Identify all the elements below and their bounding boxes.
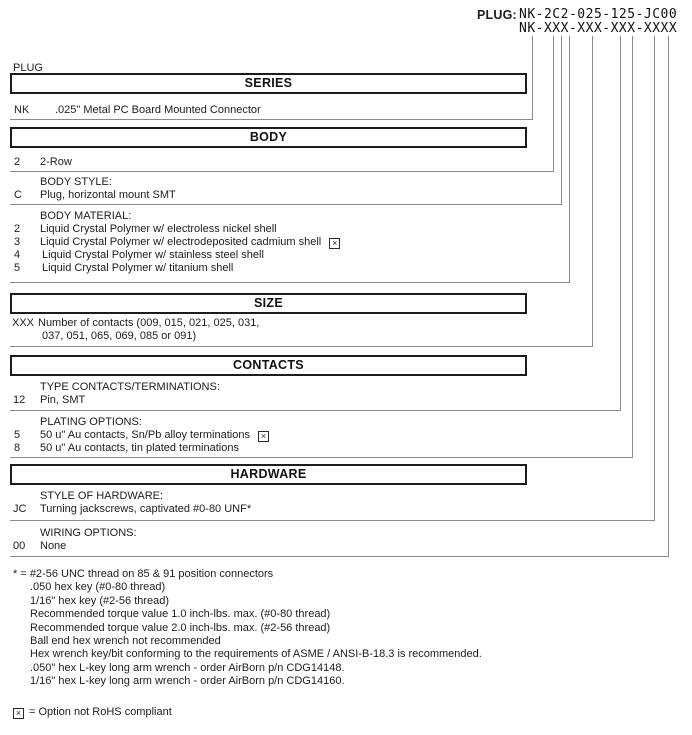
- footnote-line: * = #2-56 UNC thread on 85 & 91 position…: [13, 568, 274, 580]
- plating-desc-5: 50 u" Au contacts, Sn/Pb alloy terminati…: [40, 429, 269, 442]
- body-material-code-5: 5: [14, 262, 21, 274]
- not-rohs-icon: ×: [13, 708, 24, 719]
- rule-body-material-bottom: [10, 282, 570, 283]
- hardware-style-label: STYLE OF HARDWARE:: [40, 490, 164, 502]
- section-header-hardware: HARDWARE: [10, 464, 527, 485]
- wiring-label: WIRING OPTIONS:: [40, 527, 137, 539]
- footnote-line: 1/16" hex key (#2-56 thread): [30, 594, 170, 607]
- section-header-size: SIZE: [10, 293, 527, 314]
- contact-type-desc: Pin, SMT: [40, 394, 86, 406]
- body-style-code: C: [14, 189, 22, 201]
- contact-type-code: 12: [13, 394, 26, 406]
- part-number-mask: NK-XXX-XXX-XXX-XXXX: [519, 21, 678, 36]
- footnote-line: Recommended torque value 2.0 inch-lbs. m…: [30, 621, 331, 634]
- body-row-code: 2: [14, 156, 21, 168]
- footnote-line: 1/16" hex L-key long arm wrench - order …: [30, 675, 345, 688]
- plating-desc-5-text: 50 u" Au contacts, Sn/Pb alloy terminati…: [40, 429, 250, 441]
- size-desc-line2: 037, 051, 065, 069, 085 or 091): [42, 330, 197, 342]
- footnote-line: .050 hex key (#0-80 thread): [30, 581, 166, 594]
- rule-wiring-bottom: [10, 556, 669, 557]
- not-rohs-icon: ×: [257, 431, 269, 442]
- connector-line-hardware-style: [654, 36, 655, 520]
- size-code: XXX: [12, 317, 35, 329]
- part-number-example: NK-2C2-025-125-JC00: [519, 7, 678, 22]
- body-style-label: BODY STYLE:: [40, 176, 112, 188]
- footnote-line: Recommended torque value 1.0 inch-lbs. m…: [30, 608, 331, 621]
- rohs-legend-text: = Option not RoHS compliant: [29, 706, 172, 718]
- body-material-desc-2: Liquid Crystal Polymer w/ electroless ni…: [40, 223, 277, 235]
- wiring-code: 00: [13, 540, 26, 552]
- body-material-label: BODY MATERIAL:: [40, 210, 132, 222]
- footnote-line: .050" hex L-key long arm wrench - order …: [30, 661, 345, 674]
- body-material-desc-3-text: Liquid Crystal Polymer w/ electrodeposit…: [40, 236, 322, 248]
- footnote-line: Hex wrench key/bit conforming to the req…: [30, 648, 482, 661]
- body-material-code-2: 2: [14, 223, 21, 235]
- connector-line-series: [532, 36, 533, 119]
- footnote-line: Ball end hex wrench not recommended: [30, 635, 221, 648]
- rule-size-bottom: [10, 346, 593, 347]
- rule-hardware-style-bottom: [10, 520, 655, 521]
- plating-label: PLATING OPTIONS:: [40, 416, 142, 428]
- rule-plating-bottom: [10, 457, 633, 458]
- hardware-style-code: JC: [13, 503, 27, 515]
- body-style-desc: Plug, horizontal mount SMT: [40, 189, 176, 201]
- wiring-desc: None: [40, 540, 67, 552]
- series-desc: .025" Metal PC Board Mounted Connector: [55, 104, 261, 116]
- rohs-legend: × = Option not RoHS compliant: [13, 706, 172, 719]
- footnotes: * = #2-56 UNC thread on 85 & 91 position…: [13, 568, 482, 689]
- body-material-code-3: 3: [14, 236, 21, 248]
- rule-body-style-bottom: [10, 204, 562, 205]
- rule-body-row-bottom: [10, 171, 554, 172]
- connector-line-body-row: [553, 36, 554, 171]
- part-number-label: PLUG:: [477, 8, 517, 22]
- series-code: NK: [14, 104, 30, 116]
- body-material-desc-4: Liquid Crystal Polymer w/ stainless stee…: [42, 249, 264, 261]
- body-material-code-4: 4: [14, 249, 21, 261]
- connector-line-contact-type: [620, 36, 621, 410]
- rule-series-bottom: [10, 119, 533, 120]
- section-header-body: BODY: [10, 127, 527, 148]
- contact-type-label: TYPE CONTACTS/TERMINATIONS:: [40, 381, 220, 393]
- connector-line-body-material: [569, 36, 570, 282]
- not-rohs-icon: ×: [329, 238, 341, 249]
- plating-code-5: 5: [14, 429, 21, 441]
- plating-desc-8: 50 u" Au contacts, tin plated terminatio…: [40, 442, 239, 454]
- connector-line-plating: [632, 36, 633, 457]
- connector-line-body-style: [561, 36, 562, 204]
- body-row-desc: 2-Row: [40, 156, 72, 168]
- plating-code-8: 8: [14, 442, 21, 454]
- size-desc-line1: Number of contacts (009, 015, 021, 025, …: [38, 317, 260, 329]
- connector-line-wiring: [668, 36, 669, 556]
- body-material-desc-5: Liquid Crystal Polymer w/ titanium shell: [42, 262, 234, 274]
- rule-contact-type-bottom: [10, 410, 621, 411]
- diagram-label-plug: PLUG: [13, 62, 43, 74]
- section-header-contacts: CONTACTS: [10, 355, 527, 376]
- hardware-style-desc: Turning jackscrews, captivated #0-80 UNF…: [40, 503, 252, 515]
- connector-line-size: [592, 36, 593, 346]
- body-material-desc-3: Liquid Crystal Polymer w/ electrodeposit…: [40, 236, 341, 249]
- section-header-series: SERIES: [10, 73, 527, 94]
